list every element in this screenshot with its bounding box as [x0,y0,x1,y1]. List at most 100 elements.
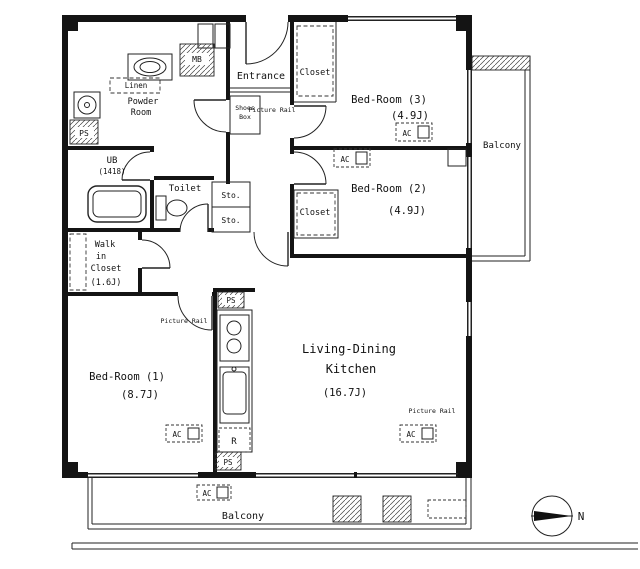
shoes-box-label-2: Box [239,113,251,121]
entrance-door [245,21,289,65]
bath-label: UB [107,156,118,166]
ldk-door [253,231,289,267]
north-label: N [578,510,585,523]
pipe-space-kitchen-top [217,291,245,309]
wall [154,176,214,180]
ac-unit-ldk [399,424,437,443]
linen-label: Linen [125,81,148,90]
equipment-box [427,499,467,519]
walk-in-closet-label-4: (1.6J) [91,278,122,288]
ac-label-bedroom3: AC [402,129,411,138]
window [348,16,456,18]
closet-top-label: Closet [300,68,331,78]
meter-box-label: MB [192,55,202,64]
ac-outdoor-unit [196,484,232,501]
window [470,157,472,248]
wall [466,248,472,302]
wall [198,472,256,478]
refrigerator-label: R [231,437,237,447]
wall [68,146,154,150]
north-needle-icon [534,511,572,521]
walk-in-closet-rail [69,233,87,291]
meter-box [179,23,231,77]
closet-mid-label: Closet [300,208,331,218]
site-boundary [71,542,638,550]
wall [62,15,246,22]
balcony-bottom-label: Balcony [222,511,264,522]
window [467,70,469,143]
walk-in-closet-label-1: Walk [95,240,115,250]
balcony-bottom [87,478,472,530]
window [88,473,198,475]
wall [62,15,68,478]
closet-mid [293,189,339,239]
walk-in-closet-label-3: Closet [91,264,122,274]
water-heater-box [332,495,362,523]
wall [288,15,348,22]
toilet-fixture [155,195,188,221]
ac-unit-bedroom3 [395,122,433,142]
wall [290,138,294,154]
bathtub [87,185,147,223]
closets [69,22,339,291]
balcony-right [471,55,531,262]
wall [466,143,472,157]
storage-boxes [211,181,251,233]
wall [290,184,294,258]
ac-label-outdoor: AC [202,489,211,498]
window [470,70,472,143]
corner-pillar [456,15,472,31]
wall [208,228,214,232]
wall [150,180,154,232]
bedroom1-door [177,295,213,331]
ac-unit-bedroom1 [165,424,203,443]
wall [226,132,230,184]
powder-room-door [193,99,227,133]
bedroom3-size: (4.9J) [391,110,429,122]
wall [68,292,178,296]
picture-rail-label-hall: Picture Rail [249,106,296,114]
walk-in-closet-label-2: in [96,252,106,262]
wall [138,232,142,240]
bedroom2-label: Bed-Room (2) [351,183,427,195]
picture-rail-label-bedroom1: Picture Rail [161,317,208,325]
wall [466,15,472,70]
pipe-space-label-kitchen-top: PS [226,296,236,305]
interior-walls [68,22,466,474]
labels: Entrance Closet Bed-Room (3) (4.9J) Line… [79,55,521,522]
washing-machine [73,91,101,119]
windows [88,16,472,478]
picture-rail-label-ldk: Picture Rail [409,407,456,415]
kitchen-counter [216,309,253,453]
ldk-label-2: Kitchen [326,362,377,376]
water-heater-box [382,495,412,523]
pipe-space-kitchen-bottom [214,451,242,471]
corner-pillar [456,462,472,478]
balcony-right-label: Balcony [483,141,522,151]
storage-label-1: Sto. [221,191,240,200]
ac-label-ldk: AC [406,430,415,439]
doors [121,21,327,331]
ac-unit-bedroom2 [333,148,371,168]
powder-room-label-2: Room [131,108,151,118]
pipe-space-label-left: PS [79,129,89,138]
pipe-space-left [69,119,99,145]
corner-pillar [62,462,78,478]
ac-label-bedroom1: AC [172,430,181,439]
storage-label-2: Sto. [221,216,240,225]
wall [294,254,466,258]
wall [150,146,154,152]
bedroom1-size: (8.7J) [121,389,159,401]
wall [294,146,466,150]
pipe-space-label-kitchen-bottom: PS [223,458,233,467]
bedroom3-door [293,105,327,139]
bath-size: (1418) [98,167,125,176]
wall [213,292,217,474]
shutter-box [447,148,467,167]
closet-top [294,22,337,103]
bedroom1-label: Bed-Room (1) [89,371,165,383]
ldk-size: (16.7J) [323,387,367,399]
window [348,19,456,21]
bedroom2-size: (4.9J) [388,205,426,217]
